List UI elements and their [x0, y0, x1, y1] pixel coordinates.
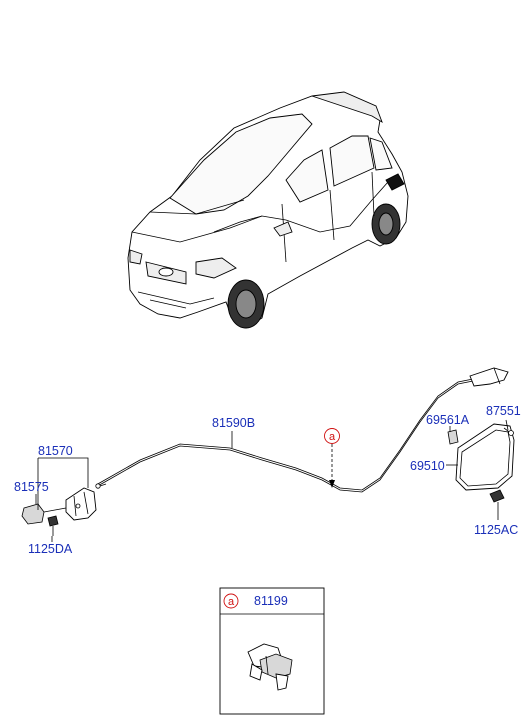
car-illustration [127, 91, 409, 329]
leader-lines [35, 419, 509, 542]
reference-marker-main-text: a [329, 431, 336, 443]
label-81199: 81199 [254, 594, 288, 608]
reference-marker-main: a [324, 428, 340, 444]
release-cable [95, 367, 509, 493]
label-69510: 69510 [410, 459, 445, 473]
label-69561a: 69561A [426, 413, 470, 427]
label-87551: 87551 [486, 404, 521, 418]
detail-box: a 81199 [219, 587, 325, 715]
reference-marker-detail-text: a [228, 596, 235, 608]
fuel-filler-door [447, 423, 515, 512]
label-1125ac: 1125AC [474, 523, 518, 537]
part-labels: 81590B 81570 81575 1125DA 69561A 87551 6… [14, 404, 521, 556]
release-lever-assembly [21, 487, 97, 536]
label-81570: 81570 [38, 444, 73, 458]
label-81590b: 81590B [212, 416, 255, 430]
clip-part [247, 643, 293, 691]
label-81575: 81575 [14, 480, 49, 494]
label-1125da: 1125DA [28, 542, 73, 556]
